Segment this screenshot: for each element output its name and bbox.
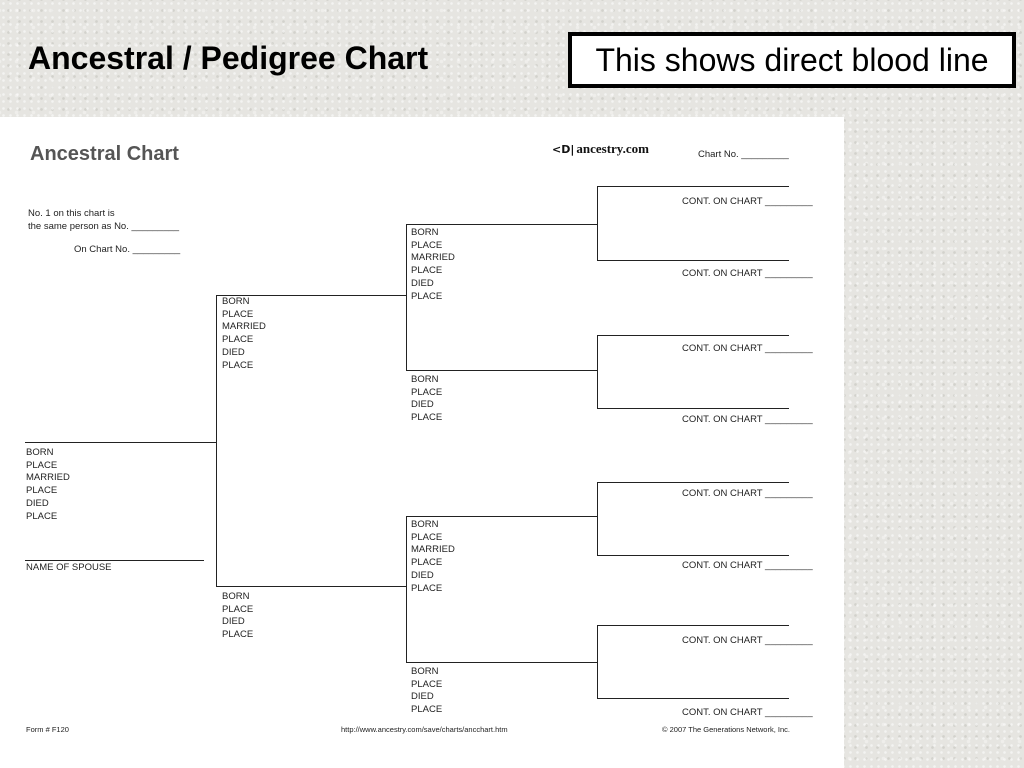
ancestry-leaf-icon: <D| (552, 143, 575, 156)
no1-note-line2: the same person as No. _________ (28, 221, 180, 232)
field-label: DIED (411, 691, 434, 703)
cont-on-chart-10: CONT. ON CHART _________ (682, 343, 813, 354)
footer-url: http://www.ancestry.com/save/charts/ancc… (341, 725, 508, 734)
field-label: PLACE (411, 557, 443, 569)
field-label: DIED (222, 346, 245, 358)
field-label: PLACE (222, 308, 254, 320)
chart-no-field: Chart No. _________ (698, 149, 789, 160)
field-label: DIED (26, 497, 49, 509)
cont-on-chart-14: CONT. ON CHART _________ (682, 635, 813, 646)
cont-on-chart-13: CONT. ON CHART _________ (682, 560, 813, 571)
field-label: PLACE (411, 704, 443, 716)
on-chart-no-field: On Chart No. _________ (74, 244, 181, 255)
field-label: BORN (411, 519, 439, 530)
field-label: MARRIED (411, 252, 455, 264)
field-label: PLACE (411, 290, 443, 302)
field-label: PLACE (411, 531, 443, 543)
field-label: DIED (411, 399, 434, 411)
cont-on-chart-9: CONT. ON CHART _________ (682, 268, 813, 279)
field-label: PLACE (222, 629, 254, 641)
field-label: BORN (411, 666, 439, 677)
field-label: PLACE (26, 485, 58, 497)
footer-form-number: Form # F120 (26, 725, 69, 734)
field-label: PLACE (222, 603, 254, 615)
field-label: PLACE (411, 386, 443, 398)
field-label: PLACE (411, 678, 443, 690)
field-label: PLACE (411, 582, 443, 594)
no1-note-line1: No. 1 on this chart is (28, 208, 115, 219)
name-of-spouse-label: NAME OF SPOUSE (26, 562, 112, 573)
field-label: BORN (26, 447, 54, 458)
field-label: BORN (222, 296, 250, 307)
blood-line-callout: This shows direct blood line (568, 32, 1016, 88)
field-label: PLACE (222, 359, 254, 371)
footer-copyright: © 2007 The Generations Network, Inc. (662, 725, 790, 734)
field-label: DIED (411, 277, 434, 289)
field-label: PLACE (411, 412, 443, 424)
field-label: PLACE (411, 265, 443, 277)
pedigree-bracket-lines (25, 186, 789, 699)
field-label: MARRIED (222, 321, 266, 333)
cont-on-chart-8: CONT. ON CHART _________ (682, 196, 813, 207)
field-label: PLACE (26, 459, 58, 471)
field-label: PLACE (26, 510, 58, 522)
cont-on-chart-11: CONT. ON CHART _________ (682, 414, 813, 425)
field-label: DIED (222, 616, 245, 628)
ancestry-logo: <D|ancestry.com (552, 141, 649, 156)
field-label: MARRIED (26, 472, 70, 484)
field-label: DIED (411, 569, 434, 581)
slide-title: Ancestral / Pedigree Chart (28, 40, 429, 76)
field-label: MARRIED (411, 544, 455, 556)
cont-on-chart-12: CONT. ON CHART _________ (682, 488, 813, 499)
field-label: BORN (411, 227, 439, 238)
field-label: PLACE (222, 334, 254, 346)
cont-on-chart-15: CONT. ON CHART _________ (682, 707, 813, 718)
ancestral-chart-form: Ancestral Chart <D|ancestry.com Chart No… (0, 117, 844, 768)
form-title: Ancestral Chart (30, 143, 179, 165)
field-label: PLACE (411, 239, 443, 251)
field-label: BORN (411, 374, 439, 385)
field-label: BORN (222, 591, 250, 602)
